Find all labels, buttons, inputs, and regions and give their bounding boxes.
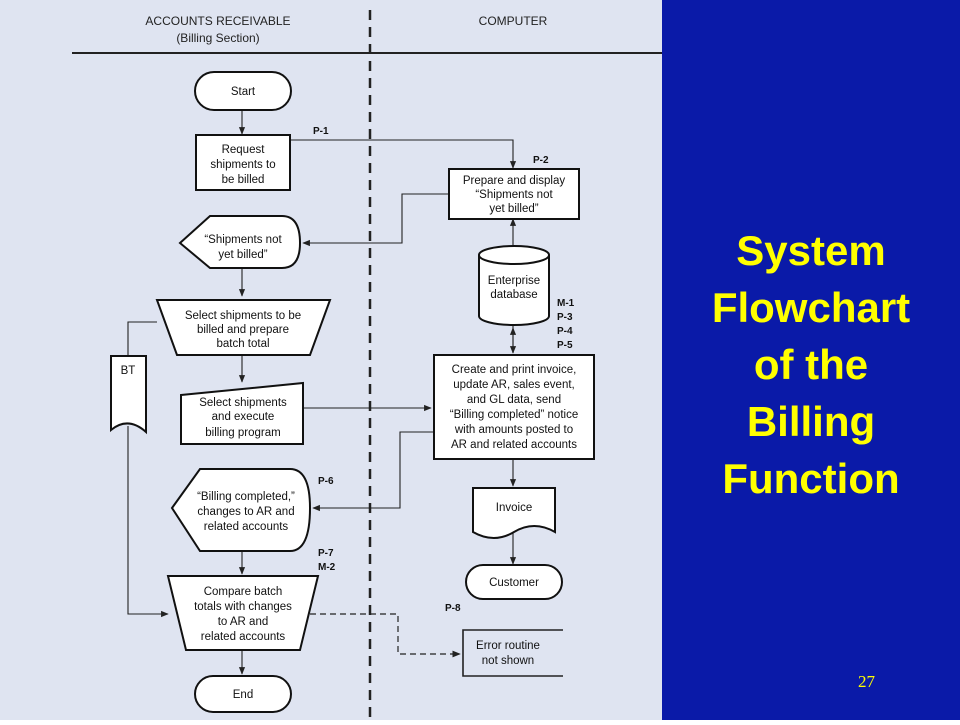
column-title-accounts-receivable: ACCOUNTS RECEIVABLE — [145, 14, 290, 28]
bt-label: BT — [121, 365, 136, 377]
invoice-document: Invoice — [472, 487, 556, 539]
request-line-2: shipments to — [210, 159, 275, 171]
create-line-6: AR and related accounts — [451, 439, 577, 451]
slide-title-line: Flowchart — [711, 284, 911, 331]
flow-compare-to-error — [300, 613, 461, 658]
create-line-5: with amounts posted to — [454, 424, 573, 436]
ref-p4: P-4 — [557, 326, 573, 337]
title-panel: System Flowchart of the Billing Function… — [662, 0, 960, 720]
compare-batch-manual-operation: Compare batch totals with changes to AR … — [166, 575, 320, 651]
ref-p3: P-3 — [557, 312, 573, 323]
prepare-line-1: Prepare and display — [463, 175, 566, 187]
request-line-1: Request — [222, 144, 266, 156]
database-line-2: database — [490, 289, 537, 301]
start-label: Start — [231, 86, 256, 98]
customer-label: Customer — [489, 577, 539, 589]
select-batch-line-1: Select shipments to be — [185, 310, 301, 322]
execute-line-1: Select shipments — [199, 397, 287, 409]
ref-p1: P-1 — [313, 126, 329, 137]
billing-completed-line-3: related accounts — [204, 521, 289, 533]
compare-line-2: totals with changes — [194, 601, 292, 613]
billing-completed-display: “Billing completed,” changes to AR and r… — [170, 468, 312, 552]
flow-prepare-to-display — [302, 193, 448, 247]
select-batch-line-2: billed and prepare — [197, 324, 289, 336]
ref-p8: P-8 — [445, 603, 461, 614]
display-line-2: yet billed” — [218, 249, 267, 261]
ref-p5: P-5 — [557, 340, 573, 351]
database-line-1: Enterprise — [488, 275, 540, 287]
select-batch-line-3: batch total — [216, 338, 269, 350]
create-line-1: Create and print invoice, — [452, 364, 577, 376]
enterprise-database-icon: Enterprise database — [478, 245, 550, 326]
error-line-1: Error routine — [476, 640, 540, 652]
ref-p2: P-2 — [533, 155, 549, 166]
customer-terminal: Customer — [465, 564, 563, 600]
slide-title-line: Function — [722, 455, 900, 502]
end-label: End — [233, 689, 253, 701]
prepare-line-3: yet billed” — [489, 203, 538, 215]
compare-line-3: to AR and — [218, 616, 269, 628]
compare-line-1: Compare batch — [204, 586, 283, 598]
column-subtitle-billing-section: (Billing Section) — [176, 31, 259, 45]
error-line-2: not shown — [482, 655, 534, 667]
create-line-2: update AR, sales event, — [453, 379, 574, 391]
prepare-line-2: “Shipments not — [475, 189, 553, 201]
execute-line-2: and execute — [212, 411, 275, 423]
error-routine-annotation: Error routine not shown — [462, 629, 563, 677]
flow-lines — [127, 110, 517, 675]
request-shipments-box: Request shipments to be billed — [195, 134, 291, 191]
start-terminal: Start — [194, 71, 292, 111]
slide-title-line: Billing — [746, 398, 876, 445]
flow-create-to-billing-completed — [312, 431, 434, 512]
ref-p6: P-6 — [318, 476, 334, 487]
select-batch-manual-operation: Select shipments to be billed and prepar… — [155, 299, 332, 356]
slide-title-line: of the — [753, 341, 869, 388]
flowchart-panel: ACCOUNTS RECEIVABLE (Billing Section) CO… — [0, 0, 662, 720]
request-line-3: be billed — [222, 174, 265, 186]
compare-line-4: related accounts — [201, 631, 286, 643]
billing-completed-line-1: “Billing completed,” — [197, 491, 295, 503]
execute-line-3: billing program — [205, 427, 280, 439]
create-line-4: “Billing completed” notice — [450, 409, 578, 421]
page-number: 27 — [858, 672, 875, 691]
slide-title: System Flowchart of the Billing Function — [662, 222, 960, 507]
create-print-invoice-process: Create and print invoice, update AR, sal… — [433, 354, 595, 460]
flow-bt-to-compare — [127, 426, 169, 618]
slide-title-line: System — [736, 227, 886, 274]
prepare-display-process: Prepare and display “Shipments not yet b… — [448, 168, 580, 220]
display-line-1: “Shipments not — [204, 234, 282, 246]
flow-request-to-prepare — [290, 139, 517, 169]
end-terminal: End — [194, 675, 292, 713]
system-flowchart: ACCOUNTS RECEIVABLE (Billing Section) CO… — [72, 10, 662, 720]
ref-m2: M-2 — [318, 562, 336, 573]
billing-completed-line-2: changes to AR and — [197, 506, 294, 518]
select-execute-online-keying: Select shipments and execute billing pro… — [180, 381, 304, 445]
column-title-computer: COMPUTER — [479, 14, 548, 28]
bt-document: BT — [110, 355, 147, 435]
ref-m1: M-1 — [557, 298, 575, 309]
shipments-not-billed-display: “Shipments not yet billed” — [178, 215, 302, 269]
create-line-3: and GL data, send — [467, 394, 561, 406]
flow-select-batch-to-bt — [127, 321, 157, 356]
invoice-label: Invoice — [496, 502, 532, 514]
ref-p7: P-7 — [318, 548, 334, 559]
